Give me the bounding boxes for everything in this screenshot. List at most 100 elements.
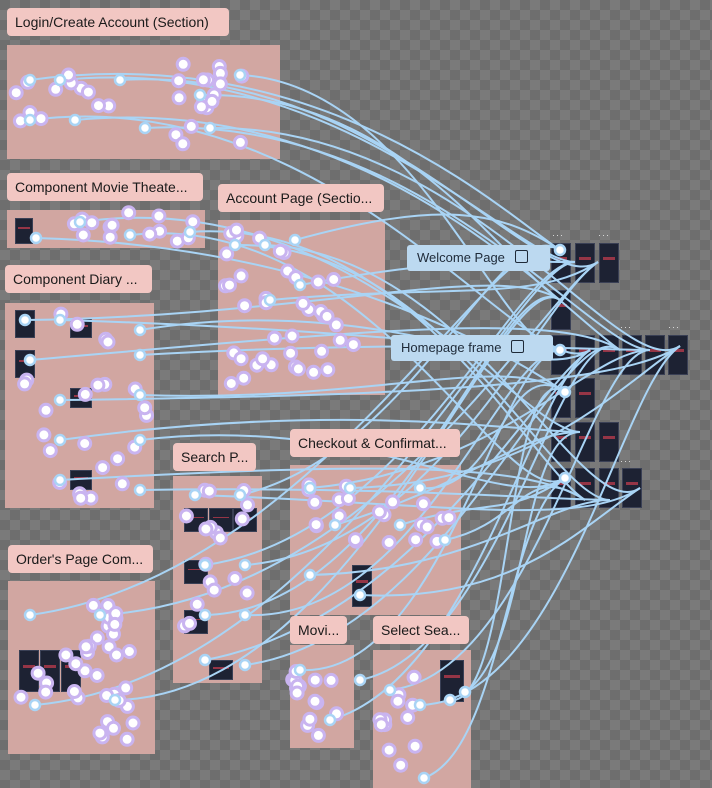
connection-node[interactable] — [193, 99, 209, 115]
section-label-search[interactable]: Search P... — [173, 443, 256, 471]
connection-node[interactable] — [90, 377, 106, 393]
connection-endpoint[interactable] — [458, 685, 472, 699]
connection-node[interactable] — [419, 519, 435, 535]
component-thumbnail[interactable] — [15, 218, 33, 244]
connection-node[interactable] — [290, 361, 306, 377]
connection-node[interactable] — [36, 427, 52, 443]
connection-node[interactable] — [239, 585, 255, 601]
connection-node[interactable] — [390, 693, 406, 709]
connection-endpoint[interactable] — [258, 238, 272, 252]
connection-node[interactable] — [171, 73, 187, 89]
connection-node[interactable] — [332, 332, 348, 348]
connection-node[interactable] — [307, 672, 323, 688]
connection-endpoint[interactable] — [73, 215, 87, 229]
prototype-connection-line[interactable] — [359, 345, 621, 681]
prototype-connection-line[interactable] — [389, 349, 651, 691]
section-label-account[interactable]: Account Page (Sectio... — [218, 184, 384, 212]
connection-node[interactable] — [284, 328, 300, 344]
connection-endpoint[interactable] — [193, 88, 207, 102]
connection-endpoint[interactable] — [23, 353, 37, 367]
connection-endpoint[interactable] — [238, 608, 252, 622]
prototype-connection-line[interactable] — [423, 477, 566, 779]
connection-endpoint[interactable] — [133, 323, 147, 337]
connection-node[interactable] — [310, 727, 326, 743]
connection-endpoint[interactable] — [113, 73, 127, 87]
section-label-login[interactable]: Login/Create Account (Section) — [7, 8, 229, 36]
connection-node[interactable] — [68, 656, 84, 672]
connection-endpoint[interactable] — [328, 518, 342, 532]
connection-endpoint[interactable] — [293, 663, 307, 677]
connection-endpoint[interactable] — [303, 481, 317, 495]
connection-endpoint[interactable] — [323, 713, 337, 727]
connection-endpoint[interactable] — [53, 313, 67, 327]
connection-node[interactable] — [408, 532, 424, 548]
connection-node[interactable] — [106, 720, 121, 736]
connection-node[interactable] — [189, 596, 205, 612]
connection-endpoint[interactable] — [558, 471, 572, 485]
connection-node[interactable] — [78, 639, 94, 655]
connection-node[interactable] — [393, 757, 409, 773]
connection-node[interactable] — [320, 362, 336, 378]
connection-node[interactable] — [69, 316, 85, 332]
connection-node[interactable] — [201, 483, 217, 499]
connection-endpoint[interactable] — [133, 348, 147, 362]
prototype-connection-line[interactable] — [29, 73, 561, 251]
connection-node[interactable] — [227, 571, 243, 586]
connection-endpoint[interactable] — [53, 393, 67, 407]
connection-node[interactable] — [85, 597, 101, 613]
connection-endpoint[interactable] — [383, 683, 397, 697]
prototype-connection-line[interactable] — [59, 345, 681, 401]
connection-endpoint[interactable] — [18, 313, 32, 327]
prototype-connection-line[interactable] — [449, 387, 566, 702]
prototype-connection-line[interactable] — [349, 345, 681, 489]
connection-node[interactable] — [222, 277, 237, 293]
connection-node[interactable] — [92, 725, 108, 741]
section-label-select-seat[interactable]: Select Sea... — [373, 616, 469, 644]
connection-node[interactable] — [347, 532, 363, 548]
connection-endpoint[interactable] — [413, 481, 427, 495]
connection-node[interactable] — [328, 317, 344, 333]
app-screen-thumbnail[interactable] — [599, 468, 619, 508]
connection-node[interactable] — [125, 715, 141, 731]
prototype-connection-line[interactable] — [24, 284, 561, 321]
connection-node[interactable] — [84, 215, 100, 231]
connection-node[interactable] — [308, 517, 324, 533]
section-label-movie-theater[interactable]: Component Movie Theate... — [7, 173, 203, 201]
connection-endpoint[interactable] — [68, 113, 82, 127]
connection-node[interactable] — [289, 685, 305, 701]
connection-node[interactable] — [100, 334, 116, 350]
connection-endpoint[interactable] — [23, 113, 37, 127]
connection-endpoint[interactable] — [263, 293, 277, 307]
connection-node[interactable] — [109, 647, 124, 663]
connection-endpoint[interactable] — [53, 473, 67, 487]
connection-node[interactable] — [80, 84, 96, 100]
connection-node[interactable] — [306, 364, 322, 380]
connection-endpoint[interactable] — [23, 73, 37, 87]
connection-endpoint[interactable] — [343, 481, 357, 495]
prototype-connection-line[interactable] — [204, 349, 591, 661]
connection-node[interactable] — [295, 295, 311, 311]
connection-endpoint[interactable] — [417, 771, 431, 785]
connection-endpoint[interactable] — [443, 693, 457, 707]
connection-node[interactable] — [175, 136, 191, 152]
prototype-connection-line[interactable] — [464, 431, 581, 693]
connection-endpoint[interactable] — [123, 228, 137, 242]
connection-endpoint[interactable] — [29, 231, 43, 245]
connection-node[interactable] — [151, 208, 167, 224]
connection-node[interactable] — [185, 214, 201, 230]
prototype-connection-line[interactable] — [299, 349, 561, 672]
connection-node[interactable] — [310, 274, 326, 290]
connection-node[interactable] — [175, 56, 191, 72]
connection-endpoint[interactable] — [293, 278, 307, 292]
connection-endpoint[interactable] — [198, 653, 212, 667]
prototype-connection-line[interactable] — [129, 232, 566, 483]
connection-node[interactable] — [206, 582, 222, 598]
connection-node[interactable] — [30, 665, 46, 681]
prototype-connection-line[interactable] — [114, 296, 561, 701]
connection-node[interactable] — [33, 111, 49, 127]
section-label-orders[interactable]: Order's Page Com... — [8, 545, 153, 573]
connection-node[interactable] — [38, 684, 54, 700]
connection-node[interactable] — [255, 351, 271, 367]
connection-node[interactable] — [91, 98, 106, 114]
prototype-connection-line[interactable] — [34, 261, 576, 706]
